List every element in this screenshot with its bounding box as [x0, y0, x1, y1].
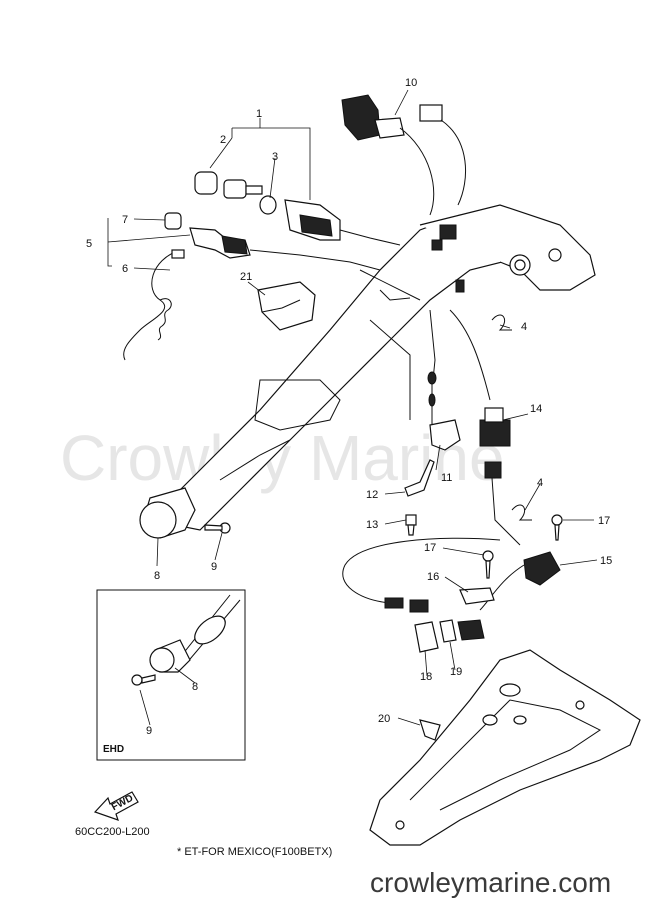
- relay-part-14: [479, 407, 521, 546]
- screw-part-17: [482, 514, 563, 579]
- callout-15: 15: [600, 555, 612, 567]
- callout-3: 3: [272, 151, 278, 163]
- inset-ehd: [96, 589, 246, 761]
- part-15-unit: [479, 551, 561, 611]
- callout-12: 12: [366, 489, 378, 501]
- handle-wiring: [359, 224, 491, 420]
- callout-7: 7: [122, 214, 128, 226]
- callout-19: 19: [450, 666, 462, 678]
- callout-1: 1: [256, 108, 262, 120]
- callout-8-inset: 8: [192, 681, 198, 693]
- callout-14: 14: [530, 403, 542, 415]
- callout-13: 13: [366, 519, 378, 531]
- main-switch-assembly: [194, 171, 401, 246]
- callout-9: 9: [211, 561, 217, 573]
- bracket-part-12: [404, 459, 435, 497]
- callout-18: 18: [420, 671, 432, 683]
- cover-part-21: [257, 281, 316, 331]
- callout-11: 11: [441, 472, 452, 484]
- callout-17-left: 17: [424, 542, 436, 554]
- tiller-handle-body: [148, 204, 596, 531]
- screw-part-9: [204, 522, 231, 534]
- buzzer-part-11: [427, 371, 461, 451]
- callout-4-lower: 4: [537, 477, 543, 489]
- callout-9-inset: 9: [146, 725, 152, 737]
- callout-8: 8: [154, 570, 160, 582]
- callout-16: 16: [427, 571, 439, 583]
- callout-21: 21: [240, 271, 252, 283]
- inset-label: EHD: [103, 744, 124, 755]
- screw-part-13: [405, 514, 417, 536]
- callout-2: 2: [220, 134, 226, 146]
- label-part-20: [419, 719, 441, 741]
- callout-4-upper: 4: [521, 321, 527, 333]
- housing-part-8: [139, 487, 196, 539]
- callout-17-right: 17: [598, 515, 610, 527]
- callout-5: 5: [86, 238, 92, 250]
- harness-part-10: [341, 94, 467, 216]
- callout-10: 10: [405, 77, 417, 89]
- site-label: crowleymarine.com: [370, 867, 611, 898]
- lower-harness: [342, 537, 501, 653]
- part-16-clip: [459, 587, 495, 605]
- fwd-arrow-icon: FWD: [93, 791, 139, 821]
- leader-lines: [107, 89, 598, 726]
- stop-switch-assembly: [123, 212, 381, 361]
- callout-6: 6: [122, 263, 128, 275]
- bottom-bracket-plate: [369, 649, 641, 846]
- callout-20: 20: [378, 713, 390, 725]
- drawing-code: 60CC200-L200: [75, 826, 150, 838]
- cable-clamp-part-4: [491, 314, 532, 521]
- footnote: * ET-FOR MEXICO(F100BETX): [177, 846, 332, 858]
